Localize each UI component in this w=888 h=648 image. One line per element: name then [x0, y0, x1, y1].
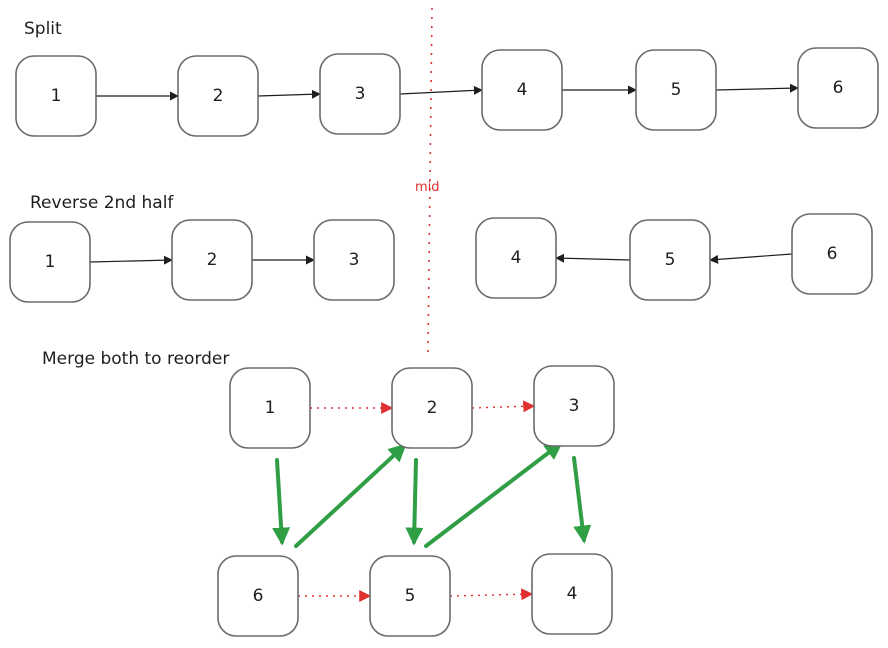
split-node-2: 2: [177, 55, 259, 137]
split-node-1: 1: [15, 55, 97, 137]
node-box: [481, 49, 563, 131]
split-title: Split: [24, 19, 62, 39]
merge-red-edge-2-3: [471, 400, 536, 413]
node-box: [313, 219, 395, 301]
node-box: [475, 217, 557, 299]
merge-node-5: 5: [369, 555, 451, 637]
merge-green-edge-2-5: [405, 458, 424, 546]
node-value: 6: [827, 244, 838, 264]
merge-node-3: 3: [533, 365, 615, 447]
node-value: 2: [427, 398, 438, 418]
node-value: 6: [253, 586, 264, 606]
split-edge-2-3: [257, 89, 321, 99]
node-box: [635, 49, 717, 131]
node-value: 2: [207, 250, 218, 270]
node-box: [229, 367, 311, 449]
split-edge-5-6: [715, 83, 799, 93]
mid-divider-line: [427, 7, 433, 353]
node-value: 1: [51, 86, 62, 106]
merge-node-1: 1: [229, 367, 311, 449]
node-value: 3: [569, 396, 580, 416]
node-box: [9, 221, 91, 303]
node-box: [217, 555, 299, 637]
merge-node-4: 4: [531, 553, 613, 635]
merge-green-edge-1-6: [272, 458, 291, 546]
reverse-edge-5-4: [555, 253, 631, 263]
node-box: [791, 213, 873, 295]
split-node-3: 3: [319, 53, 401, 135]
reverse-node-1: 1: [9, 221, 91, 303]
node-value: 4: [511, 248, 522, 268]
node-value: 6: [833, 78, 844, 98]
merge-green-edge-6-2: [294, 443, 407, 548]
reverse-node-3: 3: [313, 219, 395, 301]
merge-title: Merge both to reorder: [42, 349, 229, 369]
node-box: [171, 219, 253, 301]
reverse-node-5: 5: [629, 219, 711, 301]
node-value: 1: [45, 252, 56, 272]
node-value: 5: [405, 586, 416, 606]
node-box: [797, 47, 879, 129]
node-box: [369, 555, 451, 637]
reverse-node-6: 6: [791, 213, 873, 295]
node-box: [319, 53, 401, 135]
node-value: 4: [567, 584, 578, 604]
node-value: 5: [671, 80, 682, 100]
merge-red-edge-5-4: [449, 588, 534, 601]
split-node-4: 4: [481, 49, 563, 131]
node-box: [15, 55, 97, 137]
node-box: [177, 55, 259, 137]
merge-green-edge-5-3: [424, 441, 563, 548]
node-value: 2: [213, 86, 224, 106]
node-value: 3: [349, 250, 360, 270]
merge-green-edge-3-4: [572, 456, 592, 544]
node-box: [629, 219, 711, 301]
node-value: 1: [265, 398, 276, 418]
node-box: [533, 365, 615, 447]
merge-node-6: 6: [217, 555, 299, 637]
split-node-6: 6: [797, 47, 879, 129]
reverse-node-2: 2: [171, 219, 253, 301]
split-edge-3-4: [399, 85, 483, 95]
node-value: 3: [355, 84, 366, 104]
merge-node-2: 2: [391, 367, 473, 449]
node-box: [391, 367, 473, 449]
node-value: 5: [665, 250, 676, 270]
mid-label: mid: [415, 180, 440, 195]
reverse-edge-1-2: [89, 255, 173, 265]
node-box: [531, 553, 613, 635]
reverse-title: Reverse 2nd half: [30, 193, 174, 213]
split-node-5: 5: [635, 49, 717, 131]
node-value: 4: [517, 80, 528, 100]
reverse-node-4: 4: [475, 217, 557, 299]
reverse-edge-6-5: [709, 253, 793, 264]
